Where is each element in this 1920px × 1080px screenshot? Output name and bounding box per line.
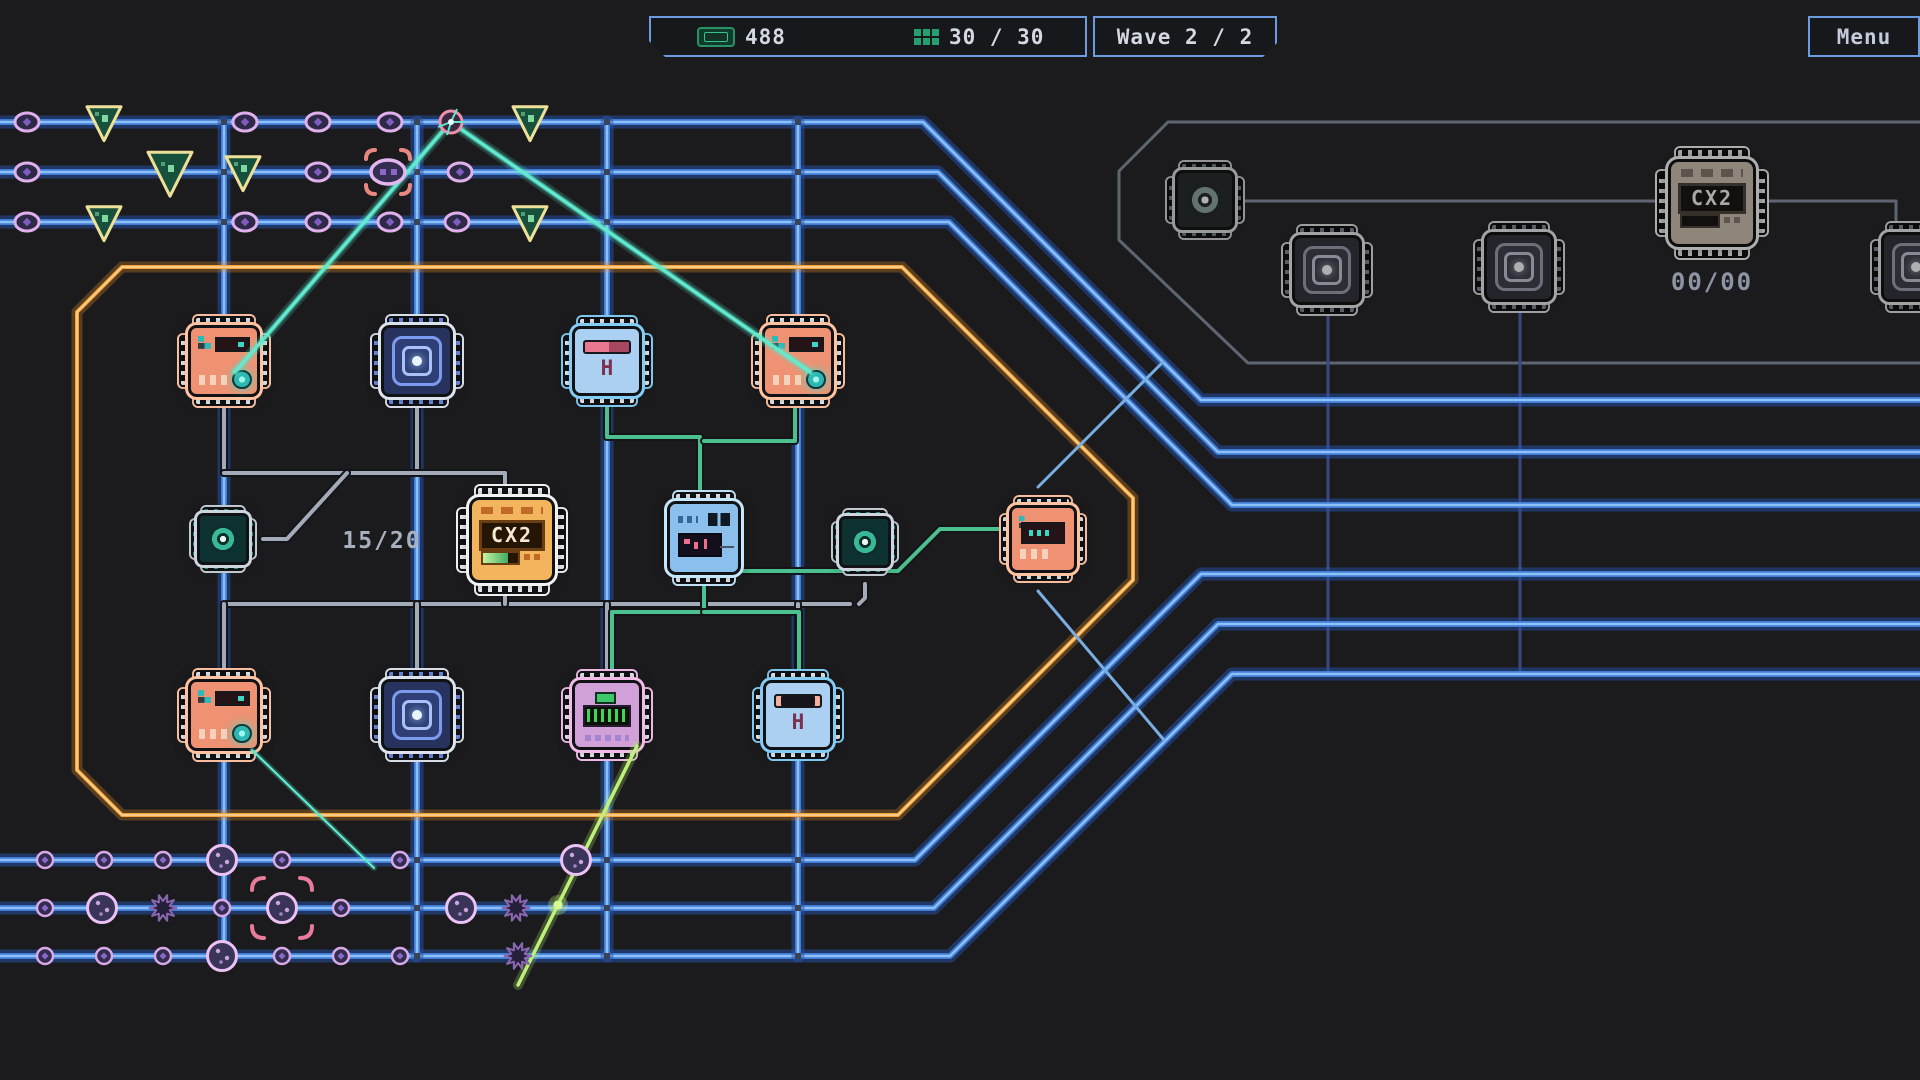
ring-outer-icon bbox=[1494, 242, 1544, 292]
chip-ring[interactable] bbox=[372, 670, 462, 760]
chip-contacts bbox=[772, 374, 805, 386]
chip-body bbox=[1483, 231, 1555, 303]
enemy-lane-trace bbox=[0, 667, 1920, 963]
core-display: CX2 bbox=[1678, 182, 1746, 214]
chip-contacts bbox=[1724, 216, 1744, 224]
chip-body bbox=[1174, 169, 1236, 231]
chip-contacts bbox=[1019, 548, 1050, 559]
currency-icon bbox=[697, 27, 735, 47]
power-wire bbox=[700, 608, 803, 675]
chip-body bbox=[667, 501, 741, 575]
ring-inner-icon bbox=[1504, 252, 1534, 282]
tower-link-wire bbox=[1036, 589, 1166, 742]
chip-body: H bbox=[762, 679, 834, 751]
core-health-bar bbox=[1680, 214, 1721, 229]
relay-core-icon bbox=[206, 522, 240, 556]
chip-contacts bbox=[481, 507, 543, 515]
power-wire bbox=[700, 394, 799, 445]
enemy-lane-trace bbox=[0, 567, 1920, 867]
lives-icon bbox=[914, 29, 939, 45]
inactive-chip-ring bbox=[1872, 223, 1920, 311]
inactive-chip-relay bbox=[1167, 162, 1243, 238]
chip-body bbox=[839, 516, 891, 568]
ring-inner-icon bbox=[401, 699, 433, 731]
chip-hchip[interactable]: H bbox=[754, 671, 842, 759]
core-display: CX2 bbox=[479, 519, 545, 551]
menu-button-label: Menu bbox=[1836, 24, 1892, 49]
chip-body bbox=[1880, 231, 1920, 303]
inactive-chip-ring bbox=[1475, 223, 1563, 311]
inactive-chip-core: CX2 bbox=[1657, 148, 1767, 258]
chip-wire bbox=[855, 580, 869, 608]
relay-core-icon bbox=[1184, 179, 1226, 221]
lives-value: 30 / 30 bbox=[948, 24, 1045, 49]
tower-link-wire bbox=[1036, 360, 1165, 489]
chip-body bbox=[1291, 234, 1363, 306]
chip-display bbox=[773, 693, 823, 709]
chip-body: CX2 bbox=[468, 496, 556, 584]
wave-counter: Wave 2 / 2 bbox=[1093, 16, 1277, 57]
ring-inner-icon bbox=[1901, 252, 1920, 282]
chip-body bbox=[1009, 505, 1077, 573]
chip-body bbox=[197, 513, 249, 565]
chip-wire bbox=[259, 469, 351, 543]
ring-inner-icon bbox=[1312, 255, 1342, 285]
chip-contacts bbox=[198, 728, 231, 740]
laser-emitter-icon bbox=[231, 723, 252, 744]
status-lights-icon bbox=[197, 335, 211, 350]
core-health-bar bbox=[480, 551, 521, 565]
chip-contacts bbox=[678, 512, 731, 527]
chip-relay[interactable] bbox=[833, 510, 897, 574]
chip-display bbox=[1020, 521, 1066, 545]
core-dot-icon bbox=[411, 709, 423, 721]
core-dot-icon bbox=[1513, 261, 1525, 273]
chip-contacts bbox=[524, 553, 544, 561]
chip-proc[interactable] bbox=[658, 492, 750, 584]
status-light-icon bbox=[595, 691, 617, 704]
chip-body bbox=[188, 679, 260, 751]
chip-wire bbox=[220, 469, 509, 496]
chip-display bbox=[678, 532, 735, 557]
relay-core-icon bbox=[848, 525, 882, 559]
laser-emitter-icon bbox=[805, 369, 826, 390]
chip-laser[interactable] bbox=[1001, 497, 1085, 581]
inactive-chip-ring bbox=[1283, 226, 1371, 314]
chip-body: CX2 bbox=[1668, 159, 1756, 247]
core-dot-icon bbox=[1910, 261, 1920, 273]
power-wire bbox=[608, 608, 708, 675]
chip-relay[interactable] bbox=[191, 507, 255, 571]
power-wire bbox=[700, 525, 1004, 575]
resources-panel: 488 30 / 30 bbox=[649, 16, 1087, 57]
waveform-display bbox=[582, 704, 632, 727]
currency-value: 488 bbox=[745, 24, 786, 49]
chip-laser[interactable] bbox=[179, 670, 269, 760]
inactive-area-border bbox=[1117, 120, 1920, 365]
power-wire bbox=[603, 394, 704, 499]
wave-value: Wave 2 / 2 bbox=[1116, 24, 1254, 49]
chip-contacts bbox=[198, 374, 231, 386]
core-dot-icon bbox=[1321, 264, 1333, 276]
chip-contacts bbox=[585, 734, 629, 741]
chip-glyph: H bbox=[791, 709, 805, 734]
chip-contacts bbox=[1680, 169, 1744, 177]
chip-body bbox=[381, 679, 453, 751]
status-lights-icon bbox=[197, 689, 211, 704]
chip-display bbox=[214, 690, 251, 707]
build-zone-border bbox=[71, 261, 1139, 821]
chip-core[interactable]: CX2 bbox=[458, 486, 566, 594]
menu-button[interactable]: Menu bbox=[1808, 16, 1920, 57]
